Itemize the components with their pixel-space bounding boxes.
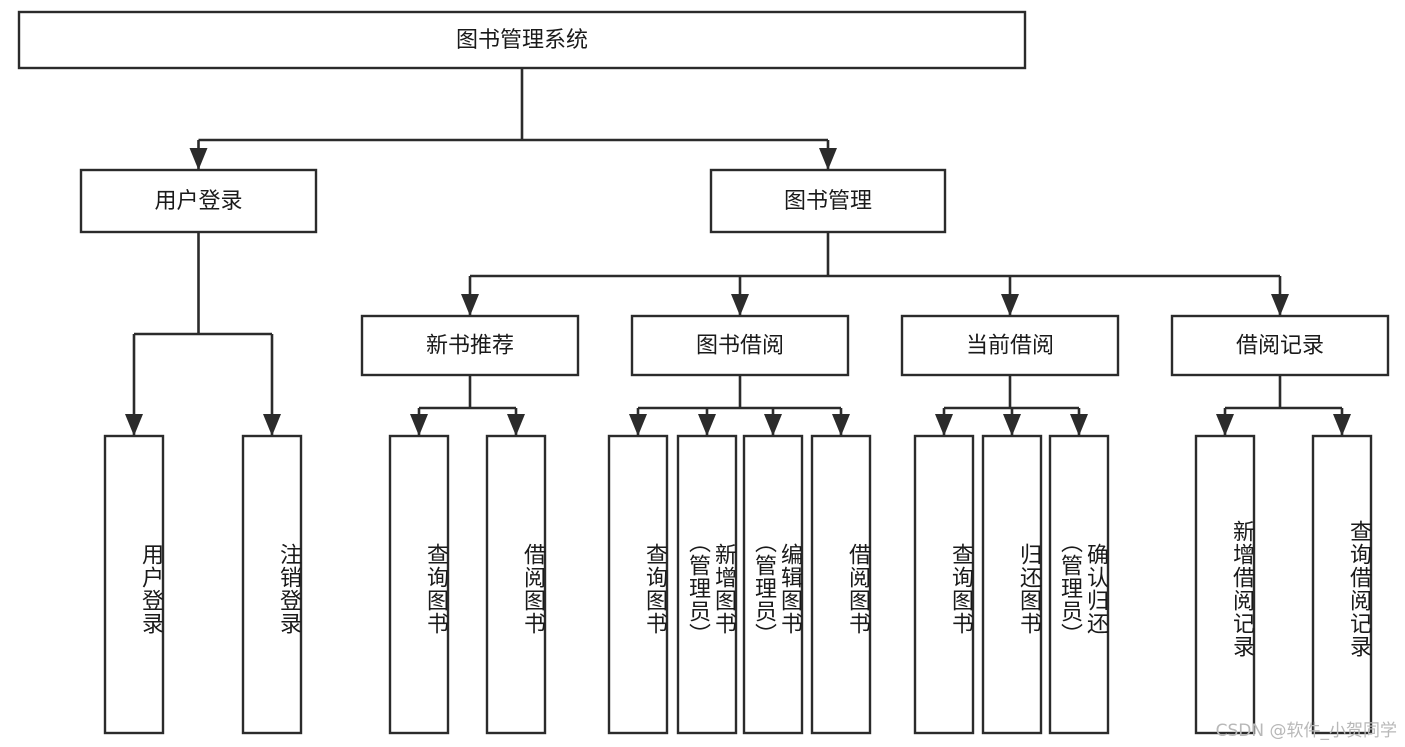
node-leaf-return-book[interactable] <box>981 434 1043 735</box>
connector-layer <box>125 68 1351 436</box>
node-user-login[interactable] <box>79 168 318 234</box>
node-leaf-confirm-return[interactable] <box>1048 434 1110 735</box>
node-book-manage[interactable] <box>709 168 947 234</box>
csdn-watermark: CSDN @软件_小贺同学 <box>1215 721 1397 741</box>
node-root[interactable] <box>17 10 1027 70</box>
node-book-manage-label: 图书管理 <box>784 189 872 214</box>
node-leaf-logout[interactable] <box>241 434 303 735</box>
node-leaf-add-record[interactable] <box>1194 434 1256 735</box>
node-user-login-label: 用户登录 <box>154 189 242 214</box>
node-borrow-record-label: 借阅记录 <box>1236 334 1324 359</box>
node-leaf-query-book-3[interactable] <box>913 434 975 735</box>
node-box-layer <box>17 10 1390 735</box>
node-new-book-recommend[interactable] <box>360 314 580 377</box>
node-leaf-borrow-book-1[interactable] <box>485 434 547 735</box>
node-current-borrow[interactable] <box>900 314 1120 377</box>
node-borrow-record[interactable] <box>1170 314 1390 377</box>
node-new-book-recommend-label: 新书推荐 <box>426 334 514 359</box>
node-leaf-query-book-1[interactable] <box>388 434 450 735</box>
node-book-borrow[interactable] <box>630 314 850 377</box>
node-leaf-query-record[interactable] <box>1311 434 1373 735</box>
node-leaf-add-book[interactable] <box>676 434 738 735</box>
node-current-borrow-label: 当前借阅 <box>966 334 1054 359</box>
node-leaf-user-login[interactable] <box>103 434 165 735</box>
node-leaf-edit-book[interactable] <box>742 434 804 735</box>
node-leaf-borrow-book-2[interactable] <box>810 434 872 735</box>
node-book-borrow-label: 图书借阅 <box>696 334 784 359</box>
node-leaf-query-book-2[interactable] <box>607 434 669 735</box>
node-root-label: 图书管理系统 <box>456 28 588 53</box>
